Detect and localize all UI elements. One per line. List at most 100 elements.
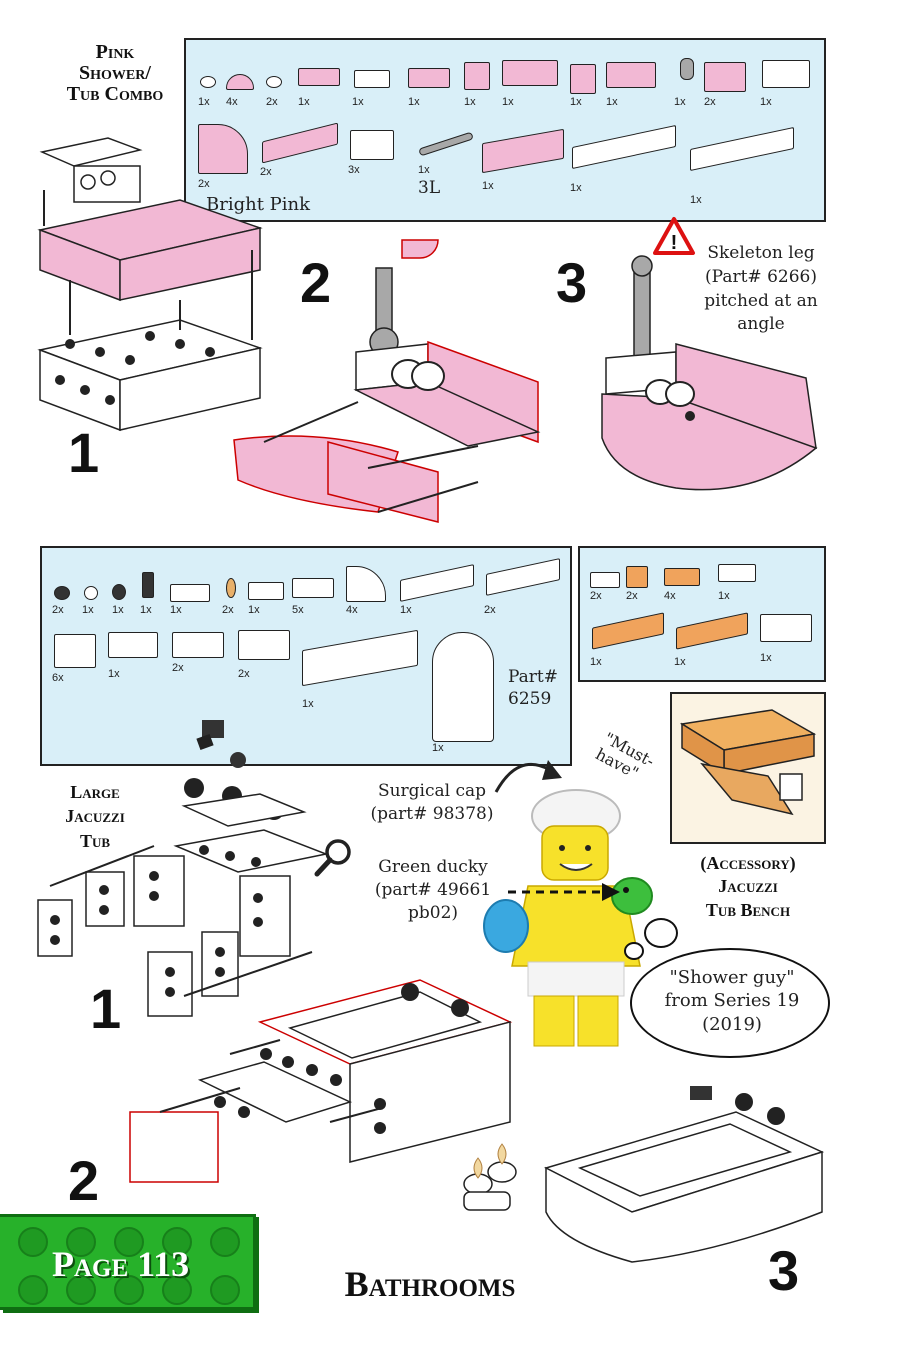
shower-step-number-1: 1 bbox=[68, 421, 100, 484]
qty-label: 5x bbox=[292, 604, 304, 616]
qty-label: 1x bbox=[570, 96, 582, 108]
page-number: Page 113 bbox=[52, 1244, 190, 1284]
qty-label: 1x bbox=[432, 742, 444, 754]
shower-step1-diagram bbox=[37, 137, 263, 432]
part-white-jumper bbox=[354, 70, 390, 88]
qty-label: 1x bbox=[464, 96, 476, 108]
part-white-round-tile bbox=[84, 586, 98, 600]
part-white-tile-1x4 bbox=[486, 558, 560, 596]
part-white-tile-1x2 bbox=[292, 578, 334, 598]
qty-label: 1x bbox=[674, 656, 686, 668]
parts-box-bench: 2x 2x 4x 1x 1x 1x 1x bbox=[578, 546, 826, 682]
part-pink-curved-slope bbox=[198, 124, 248, 174]
page-number-tag: Page 113 bbox=[0, 1214, 256, 1310]
shower-step-number-2: 2 bbox=[300, 251, 332, 314]
qty-label: 1x bbox=[570, 182, 582, 194]
qty-label: 1x bbox=[82, 604, 94, 616]
qty-label: 2x bbox=[222, 604, 234, 616]
dashed-arrow-icon bbox=[508, 883, 620, 901]
must-have-note: "Must- have" bbox=[592, 728, 658, 783]
thought-bubble-dot-large bbox=[644, 918, 678, 948]
qty-label: 2x bbox=[260, 166, 272, 178]
bench-illustration bbox=[679, 709, 817, 816]
section-title-shower-tub: Pink Shower/ Tub Combo bbox=[66, 41, 164, 105]
qty-label: 1x bbox=[690, 194, 702, 206]
part-pink-tile-1x2 bbox=[298, 68, 340, 86]
part-pink-brick-studs bbox=[570, 64, 596, 94]
part-pink-plate-1x4 bbox=[482, 128, 564, 174]
jacuzzi-step-number-2: 2 bbox=[68, 1149, 100, 1212]
part-round-tile bbox=[266, 76, 282, 88]
part-white-tile-1x2 bbox=[718, 564, 756, 582]
qty-label: 1x bbox=[408, 96, 420, 108]
part-pink-tile-1x4 bbox=[262, 122, 338, 164]
lego-stud-bump bbox=[210, 1227, 240, 1257]
part-white-plate-1x4 bbox=[400, 564, 474, 602]
lego-stud-bump bbox=[162, 1227, 192, 1257]
shower-step-number-3: 3 bbox=[556, 251, 588, 314]
part-black-round-plate bbox=[54, 586, 70, 600]
accessory-title: (Accessory) Jacuzzi Tub Bench bbox=[700, 853, 796, 920]
qty-label: 1x bbox=[140, 604, 152, 616]
qty-label: 1x bbox=[248, 604, 260, 616]
part-white-plate-1x6 bbox=[690, 126, 794, 172]
chapter-title: Bathrooms bbox=[344, 1264, 516, 1304]
part-black-faucet bbox=[112, 584, 126, 600]
qty-label: 1x bbox=[502, 96, 514, 108]
bench-picture bbox=[670, 692, 826, 844]
part-pink-tile-2x2 bbox=[502, 60, 558, 86]
part-white-bracket bbox=[762, 60, 810, 88]
warning-triangle-icon: ! bbox=[653, 217, 695, 255]
part-note-6259: Part# 6259 bbox=[508, 667, 559, 710]
part-white-jumper bbox=[170, 584, 210, 602]
lego-stud-bump bbox=[18, 1227, 48, 1257]
lego-stud-bump bbox=[210, 1275, 240, 1305]
lego-stud-bump bbox=[162, 1275, 192, 1305]
jacuzzi-step2-diagram bbox=[129, 979, 513, 1183]
qty-label: 2x bbox=[52, 604, 64, 616]
qty-label: 2x bbox=[704, 96, 716, 108]
qty-label: 2x bbox=[626, 590, 638, 602]
magnifier-icon bbox=[314, 839, 351, 877]
part-white-plate-2x3 bbox=[760, 614, 812, 642]
lego-stud-bump bbox=[114, 1275, 144, 1305]
lego-stud-bump bbox=[114, 1227, 144, 1257]
part-orange-tile-1x2 bbox=[664, 568, 700, 586]
warning-note: Skeleton leg (Part# 6266) pitched at an … bbox=[704, 243, 818, 335]
svg-text:!: ! bbox=[671, 232, 678, 254]
jacuzzi-step3-diagram bbox=[543, 1086, 825, 1263]
qty-label: 1x bbox=[352, 96, 364, 108]
curved-arrow-icon bbox=[494, 760, 562, 793]
qty-label: 4x bbox=[346, 604, 358, 616]
part-black-tap bbox=[142, 572, 154, 598]
qty-label: 1x bbox=[760, 652, 772, 664]
part-pink-plate-1x2 bbox=[408, 68, 450, 88]
part-round-plate bbox=[200, 76, 216, 88]
part-trans-flame bbox=[226, 578, 236, 598]
rod-length-label: 3L bbox=[418, 178, 441, 198]
shower-step2-diagram bbox=[233, 239, 541, 523]
lego-stud-bump bbox=[66, 1227, 96, 1257]
lego-stud-bump bbox=[66, 1275, 96, 1305]
qty-label: 4x bbox=[226, 96, 238, 108]
part-pink-plate-2x2 bbox=[606, 62, 656, 88]
part-white-brick-1x2 bbox=[54, 634, 96, 668]
part-white-plate-2x2 bbox=[108, 632, 158, 658]
part-white-cylinder-half bbox=[432, 632, 494, 742]
part-white-plate-2x3 bbox=[238, 630, 290, 660]
qty-label: 2x bbox=[238, 668, 250, 680]
part-skeleton-leg bbox=[680, 58, 694, 80]
qty-label: 1x bbox=[674, 96, 686, 108]
jacuzzi-step1-diagram bbox=[37, 720, 329, 1017]
qty-label: 1x bbox=[298, 96, 310, 108]
shower-step3-diagram bbox=[601, 255, 818, 491]
parts-box-jacuzzi: 2x 1x 1x 1x 1x 2x 1x 5x 4x 1x 2x 6x 1x 2… bbox=[40, 546, 572, 766]
qty-label: 2x bbox=[590, 590, 602, 602]
part-orange-plate-1x4 bbox=[592, 612, 664, 650]
part-white-plate-1x2 bbox=[590, 572, 620, 588]
lego-stud-bump bbox=[18, 1275, 48, 1305]
part-pink-brick-1x2 bbox=[704, 62, 746, 92]
qty-label: 1x bbox=[590, 656, 602, 668]
parts-color-label: Bright Pink bbox=[206, 194, 311, 215]
qty-label: 1x bbox=[108, 668, 120, 680]
